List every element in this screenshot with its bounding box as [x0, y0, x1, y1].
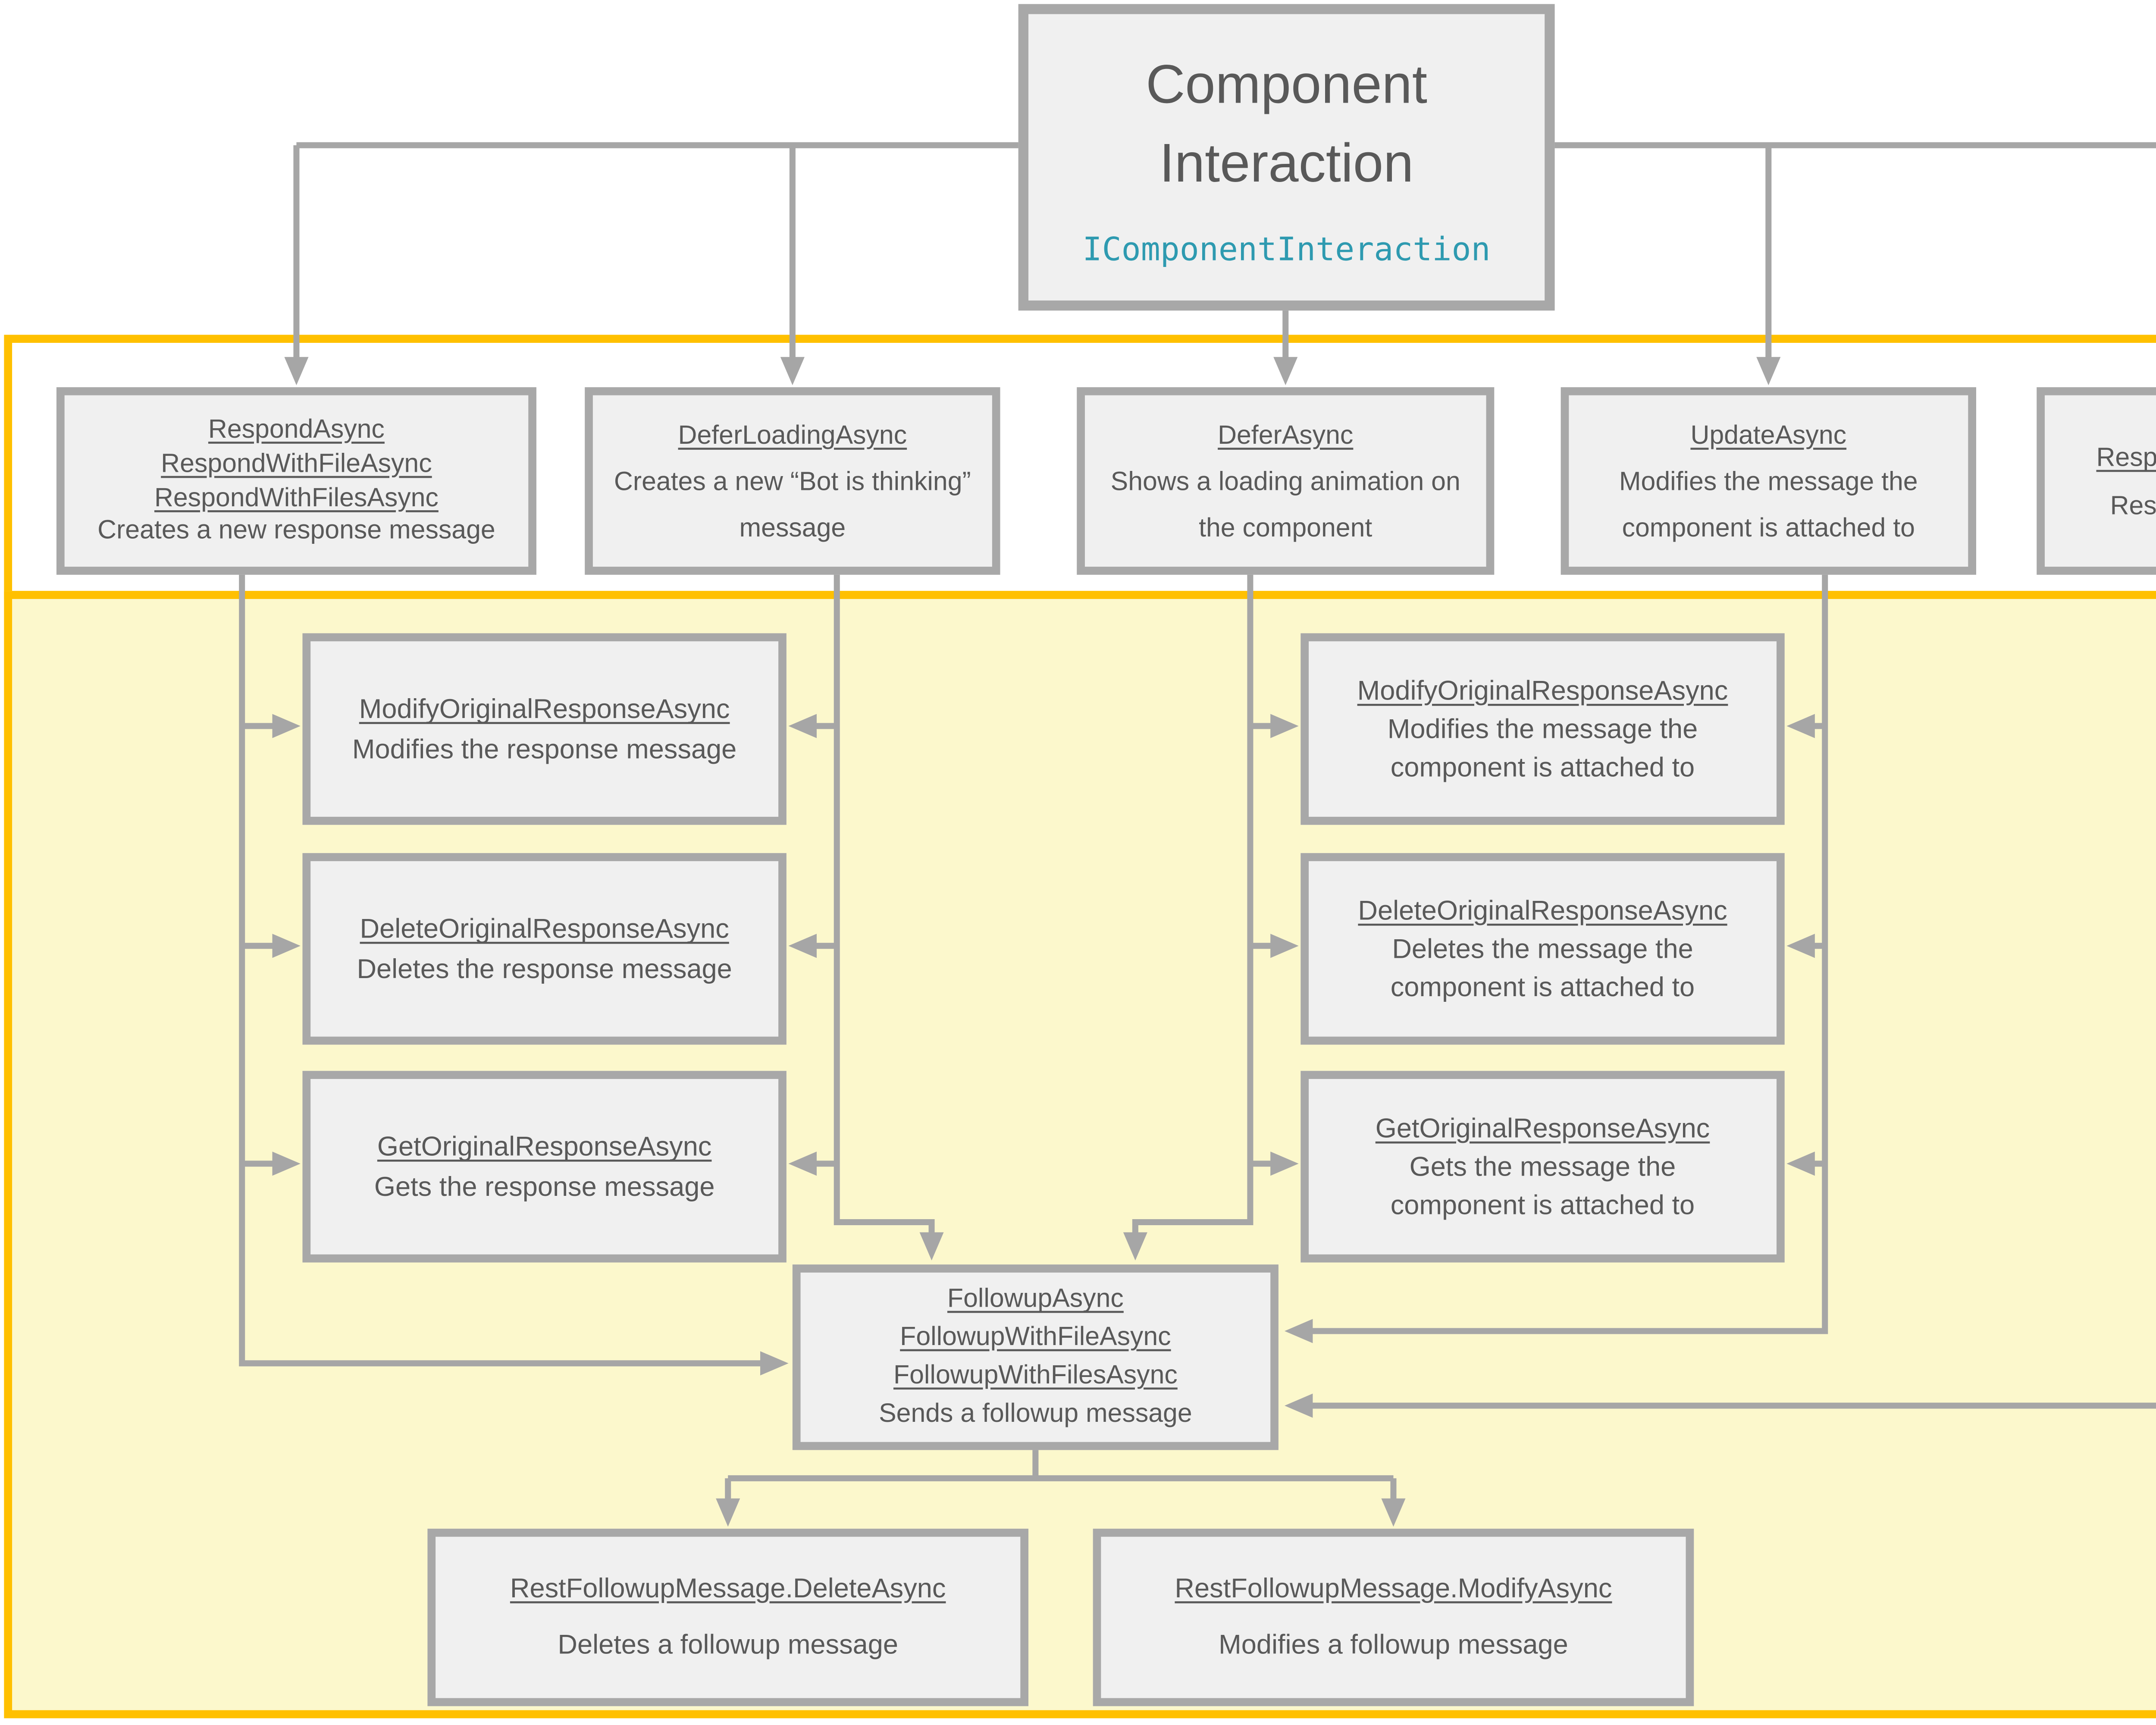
rest-followup-modify-box: RestFollowupMessage.ModifyAsync Modifies…: [1093, 1528, 1694, 1706]
title-line-2: Interaction: [1159, 133, 1414, 194]
method-name: RestFollowupMessage.ModifyAsync: [1175, 1572, 1612, 1603]
method-name: GetOriginalResponseAsync: [377, 1132, 712, 1163]
method-name: DeferAsync: [1218, 419, 1354, 449]
method-desc: Shows a loading animation on the compone…: [1110, 465, 1460, 543]
method-desc: Deletes the response message: [357, 953, 732, 983]
method-name: DeleteOriginalResponseAsync: [1358, 895, 1727, 925]
method-name: DeleteOriginalResponseAsync: [360, 914, 729, 945]
rest-followup-delete-box: RestFollowupMessage.DeleteAsync Deletes …: [427, 1528, 1029, 1706]
component-interaction-box: Component Interaction IComponentInteract…: [1018, 4, 1555, 311]
update-async-box: UpdateAsync Modifies the message the com…: [1561, 387, 1976, 575]
followup-async-box: FollowupAsync FollowupWithFileAsync Foll…: [792, 1264, 1279, 1450]
method-name: FollowupWithFilesAsync: [893, 1359, 1178, 1390]
method-desc: Sends a followup message: [879, 1397, 1192, 1428]
delete-original-response-box: DeleteOriginalResponseAsync Deletes the …: [302, 853, 787, 1045]
respond-with-modal-async-box: RespondWithModalAsync Responds with a mo…: [2037, 387, 2156, 575]
method-name: ModifyOriginalResponseAsync: [1357, 675, 1728, 706]
modify-original-response-box: ModifyOriginalResponseAsync Modifies the…: [302, 633, 787, 825]
method-name: ModifyOriginalResponseAsync: [359, 694, 730, 725]
get-original-response-component-box: GetOriginalResponseAsync Gets the messag…: [1300, 1071, 1785, 1263]
method-name: DeferLoadingAsync: [678, 419, 907, 449]
delete-original-response-component-box: DeleteOriginalResponseAsync Deletes the …: [1300, 853, 1785, 1045]
get-original-response-box: GetOriginalResponseAsync Gets the respon…: [302, 1071, 787, 1263]
interface-name: IComponentInteraction: [1082, 230, 1491, 269]
method-name: FollowupWithFileAsync: [900, 1321, 1171, 1352]
method-desc: Gets the response message: [374, 1170, 715, 1201]
method-name: FollowupAsync: [947, 1283, 1124, 1314]
defer-loading-async-box: DeferLoadingAsync Creates a new “Bot is …: [585, 387, 1000, 575]
method-desc: Modifies a followup message: [1219, 1628, 1568, 1659]
defer-async-box: DeferAsync Shows a loading animation on …: [1077, 387, 1495, 575]
method-desc: Responds with a modal: [2110, 489, 2156, 520]
method-name: RespondWithFilesAsync: [154, 481, 439, 511]
method-name: RestFollowupMessage.DeleteAsync: [510, 1572, 946, 1603]
method-desc: Creates a new “Bot is thinking” message: [614, 465, 971, 543]
modify-original-response-component-box: ModifyOriginalResponseAsync Modifies the…: [1300, 633, 1785, 825]
method-desc: Deletes a followup message: [558, 1628, 899, 1659]
method-name: GetOriginalResponseAsync: [1375, 1113, 1710, 1143]
method-desc: Deletes the message the component is att…: [1390, 933, 1695, 1003]
method-desc: Gets the message the component is attach…: [1390, 1151, 1695, 1220]
method-desc: Modifies the message the component is at…: [1387, 714, 1698, 783]
method-name: RespondAsync: [208, 413, 385, 443]
method-desc: Modifies the response message: [352, 733, 737, 764]
method-name: RespondWithModalAsync: [2096, 442, 2156, 473]
method-name: RespondWithFileAsync: [161, 447, 432, 477]
title-line-1: Component: [1146, 54, 1428, 115]
method-desc: Creates a new response message: [97, 515, 495, 546]
method-desc: Modifies the message the component is at…: [1619, 465, 1918, 543]
respond-async-box: RespondAsync RespondWithFileAsync Respon…: [56, 387, 536, 575]
method-name: UpdateAsync: [1690, 419, 1847, 449]
component-interaction-title: Component Interaction: [1146, 46, 1427, 204]
